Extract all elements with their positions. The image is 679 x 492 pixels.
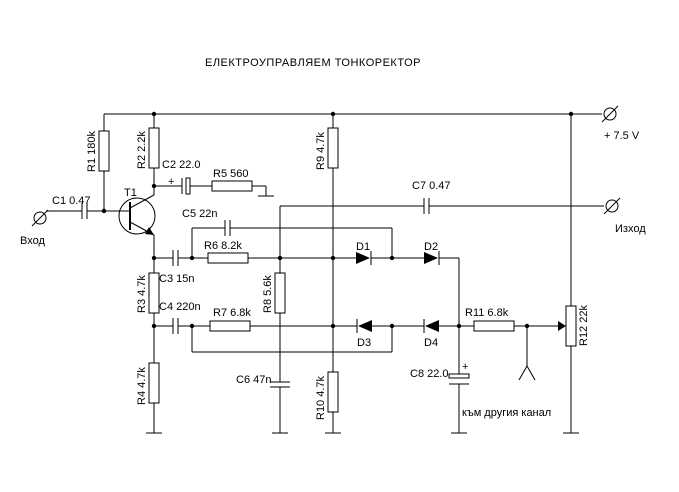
r11-label: R11 6.8k <box>465 307 509 319</box>
capacitor-c1 <box>46 203 120 219</box>
supply-terminal-icon[interactable] <box>601 105 619 123</box>
capacitor-c2 <box>154 177 212 195</box>
c2-label: C2 22.0 <box>162 159 201 171</box>
resistor-r5 <box>211 180 274 197</box>
t1-label: T1 <box>124 187 137 199</box>
c5-label: C5 22n <box>182 208 217 220</box>
r12-label: R12 22k <box>578 305 590 346</box>
r4-label: R4 4.7k <box>136 367 148 405</box>
c7-label: C7 0.47 <box>412 180 451 192</box>
d1-label: D1 <box>356 241 370 253</box>
resistor-r2 <box>148 114 160 189</box>
c6-label: C6 47n <box>236 374 271 386</box>
c1-label: C1 0.47 <box>52 195 91 207</box>
capacitor-c8 <box>448 373 470 434</box>
r8-label: R8 5.6k <box>262 275 274 313</box>
resistor-r11 <box>459 320 566 332</box>
supply-rail <box>104 111 602 117</box>
c8-label: C8 22.0 <box>410 368 449 380</box>
input-label: Вход <box>20 235 45 247</box>
r5-label: R5 560 <box>213 168 248 180</box>
r2-label: R2 2.2k <box>136 131 148 169</box>
resistor-r8 <box>274 258 286 382</box>
resistor-r9 <box>327 114 339 372</box>
diode-d4-icon <box>392 319 459 333</box>
r9-label: R9 4.7k <box>315 132 327 170</box>
d2-label: D2 <box>424 241 438 253</box>
diode-d3-icon <box>333 319 395 352</box>
transistor-t1-icon <box>118 186 156 258</box>
input-terminal-icon[interactable] <box>31 209 49 227</box>
resistor-r6 <box>207 252 333 264</box>
r1-label: R1 180k <box>86 131 98 172</box>
capacitor-c5 <box>189 206 281 261</box>
capacitor-c6 <box>270 381 290 434</box>
capacitor-c3 <box>154 250 208 266</box>
resistor-r10 <box>325 371 341 434</box>
c3-label: C3 15n <box>159 273 194 285</box>
r6-label: R6 8.2k <box>204 240 242 252</box>
c4-label: C4 220n <box>159 301 201 313</box>
schematic-title: ЕЛЕКТРОУПРАВЛЯЕМ ТОНКОРЕКТОР <box>205 57 421 69</box>
emitter-network <box>146 255 162 434</box>
d3-label: D3 <box>357 337 371 349</box>
c8-plus-sign: + <box>462 361 468 373</box>
output-terminal-icon[interactable] <box>603 197 621 215</box>
r3-label: R3 4.7k <box>136 275 148 313</box>
control-pin-icon[interactable] <box>518 326 536 381</box>
c2-plus-sign: + <box>168 176 174 188</box>
r7-label: R7 6.8k <box>213 307 251 319</box>
capacitor-c4 <box>154 318 210 334</box>
resistor-r1 <box>98 114 110 214</box>
d4-label: D4 <box>424 337 438 349</box>
r10-label: R10 4.7k <box>315 375 327 420</box>
other-channel-label: към другия канал <box>462 407 551 419</box>
supply-voltage-label: + 7.5 V <box>604 130 640 142</box>
output-label: Изход <box>615 223 646 235</box>
diode-d2-icon <box>392 251 462 374</box>
resistor-r7 <box>189 320 392 353</box>
capacitor-c7 <box>280 198 604 214</box>
diode-d1-icon <box>333 251 395 265</box>
potentiometer-r12[interactable] <box>563 114 579 434</box>
